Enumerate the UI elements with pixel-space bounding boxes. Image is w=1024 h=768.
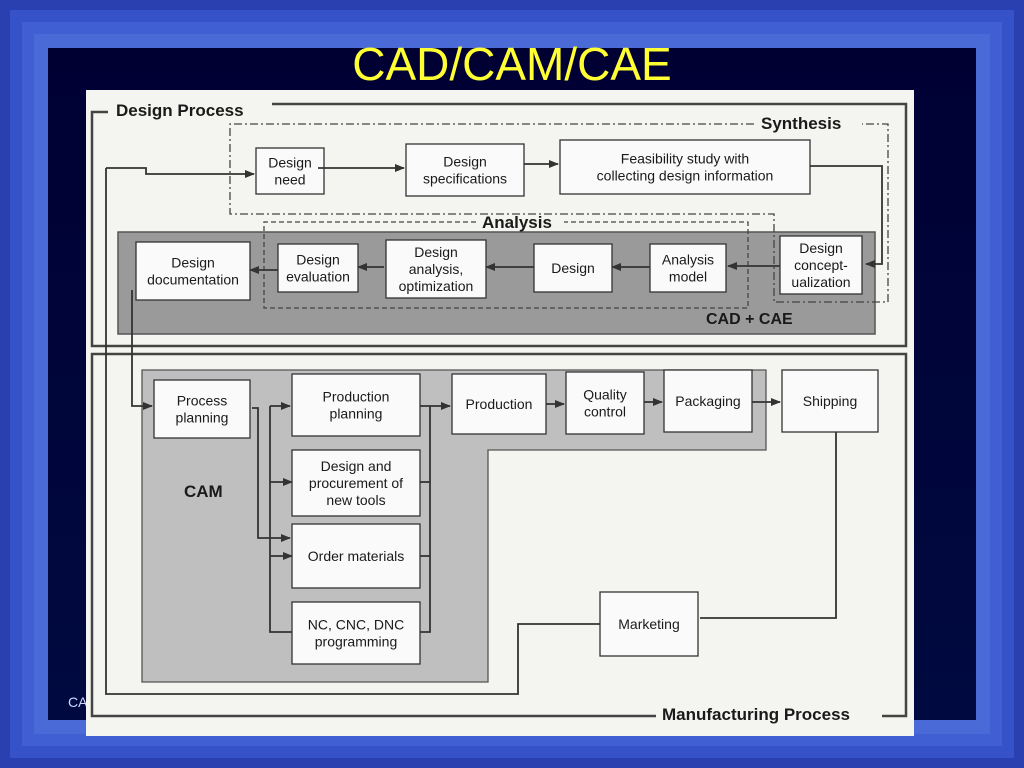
box-design-conceptualization	[779, 235, 863, 295]
box-label-production-planning: planning	[330, 406, 383, 422]
cam-label: CAM	[184, 482, 223, 501]
box-label-design-procurement: new tools	[326, 492, 385, 508]
connector-marketing-return	[105, 168, 600, 695]
manufacturing-process-label: Manufacturing Process	[662, 705, 850, 724]
footer-left-text: CA	[68, 694, 88, 710]
box-label-process-planning: Process	[177, 393, 228, 409]
connector-process-planning-branch	[252, 407, 291, 542]
box-label-design-evaluation: evaluation	[286, 269, 350, 285]
cad-cae-label: CAD + CAE	[706, 311, 793, 328]
box-label-nc-programming: programming	[315, 634, 397, 650]
box-label-feasibility-study: Feasibility study with	[621, 151, 749, 167]
box-design-specifications	[405, 143, 525, 197]
analysis-label: Analysis	[482, 213, 552, 232]
box-label-shipping: Shipping	[803, 393, 858, 409]
box-production	[451, 373, 547, 435]
box-packaging	[663, 369, 753, 433]
box-design-procurement	[291, 449, 421, 517]
synthesis-label: Synthesis	[761, 114, 841, 133]
box-label-design-documentation: Design	[171, 255, 215, 271]
box-feasibility-study	[559, 139, 811, 195]
box-label-production-planning: Production	[323, 389, 390, 405]
box-label-quality-control: Quality	[583, 387, 627, 403]
design-process-frame	[90, 102, 908, 348]
box-shipping	[781, 369, 879, 433]
box-label-order-materials: Order materials	[308, 548, 404, 564]
synthesis-region	[229, 123, 889, 303]
box-label-design-specifications: Design	[443, 154, 487, 170]
box-design-documentation	[135, 241, 251, 301]
box-analysis-model	[649, 243, 727, 293]
box-design	[533, 243, 613, 293]
cad-cam-process-diagram: Design Process CAD + CAE Synthesis Analy…	[86, 90, 914, 736]
box-label-analysis-model: model	[669, 269, 707, 285]
diagram-svg: Design Process CAD + CAE Synthesis Analy…	[90, 101, 908, 724]
box-nc-programming	[291, 601, 421, 665]
analysis-region	[263, 221, 749, 309]
arrow-entry-to-need	[106, 167, 255, 178]
box-label-design-analysis: optimization	[399, 278, 474, 294]
box-quality-control	[565, 371, 645, 435]
arrow-shipping-to-marketing	[700, 432, 837, 619]
box-marketing	[599, 591, 699, 657]
box-label-design-specifications: specifications	[423, 171, 507, 187]
design-process-label: Design Process	[116, 101, 244, 120]
box-label-design: Design	[551, 260, 595, 276]
box-label-design-analysis: analysis,	[409, 261, 463, 277]
box-label-design-procurement: Design and	[321, 458, 392, 474]
box-label-design-analysis: Design	[414, 244, 458, 260]
connector-merge	[420, 405, 431, 633]
box-label-quality-control: control	[584, 404, 626, 420]
box-process-planning	[153, 379, 251, 439]
box-label-design-conceptualization: concept-	[794, 257, 848, 273]
box-label-design-documentation: documentation	[147, 272, 239, 288]
arrow-feasibility-to-conceptualization	[810, 165, 883, 268]
box-production-planning	[291, 373, 421, 437]
box-label-feasibility-study: collecting design information	[597, 168, 774, 184]
box-label-design-conceptualization: Design	[799, 240, 843, 256]
box-label-design-conceptualization: ualization	[791, 274, 850, 290]
box-order-materials	[291, 523, 421, 589]
box-label-design-need: Design	[268, 155, 312, 171]
box-label-packaging: Packaging	[675, 393, 740, 409]
box-label-analysis-model: Analysis	[662, 252, 714, 268]
box-design-analysis	[385, 239, 487, 299]
box-label-marketing: Marketing	[618, 616, 679, 632]
box-label-production: Production	[466, 396, 533, 412]
box-label-process-planning: planning	[176, 410, 229, 426]
box-label-design-procurement: procurement of	[309, 475, 403, 491]
box-design-evaluation	[277, 243, 359, 293]
box-label-nc-programming: NC, CNC, DNC	[308, 617, 404, 633]
slide-title: CAD/CAM/CAE	[352, 38, 672, 90]
box-design-need	[255, 147, 325, 195]
manufacturing-process-frame	[90, 352, 908, 718]
box-label-design-evaluation: Design	[296, 252, 340, 268]
box-label-design-need: need	[274, 172, 305, 188]
arrow-documentation-to-process-planning	[131, 290, 153, 410]
